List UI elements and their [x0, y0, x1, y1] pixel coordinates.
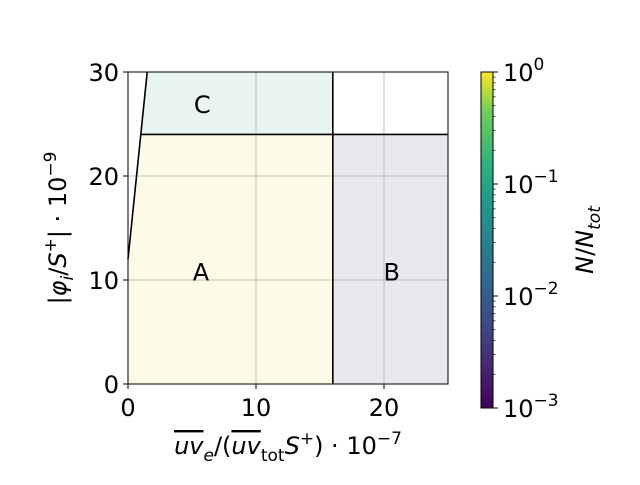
plot-frame — [127, 71, 449, 385]
region-labels: A B C — [193, 91, 400, 286]
colorbar-tick-label: 10−2 — [503, 279, 559, 311]
x-axis-label: uve/(uvtotS+) · 10−7 — [174, 429, 402, 466]
region-label-B: B — [383, 259, 399, 287]
colorbar-minor-ticks — [493, 76, 496, 375]
y-axis-ticks: 0 10 20 30 — [88, 59, 128, 399]
x-tick-label: 20 — [369, 394, 400, 422]
y-axis-label: |φi/S+| · 10−9 — [41, 152, 78, 305]
colorbar-tick-label: 10−3 — [503, 391, 559, 423]
plot-regions — [128, 72, 448, 384]
y-tick-label: 20 — [88, 163, 119, 191]
y-axis-label-part: | · 10 — [44, 177, 72, 239]
colorbar-ticks: 10−3 10−2 10−1 100 — [493, 55, 559, 423]
x-axis-ticks: 0 10 20 — [120, 384, 399, 422]
x-axis-label-part: ) · 10 — [314, 432, 377, 460]
region-B — [332, 134, 448, 384]
x-axis-label-part: e — [204, 446, 214, 466]
x-tick-label: 0 — [120, 394, 135, 422]
x-axis-label-part: + — [300, 429, 314, 449]
x-axis-label-part: uv — [231, 432, 261, 460]
colorbar-tick-label: 10−1 — [503, 167, 559, 199]
colorbar-label: N/Ntot — [571, 205, 605, 274]
y-tick-label: 0 — [104, 371, 119, 399]
x-axis-label-part: /( — [214, 432, 231, 460]
y-axis-label-part: φ — [44, 280, 72, 296]
y-axis-label-part: −9 — [41, 152, 61, 177]
region-label-A: A — [193, 259, 210, 287]
x-axis-label-part: tot — [261, 446, 285, 466]
region-label-C: C — [194, 91, 211, 119]
y-tick-label: 10 — [88, 267, 119, 295]
x-axis-label-part: uv — [174, 432, 204, 460]
x-tick-label: 10 — [241, 394, 272, 422]
colorbar-tick-label: 100 — [503, 55, 544, 87]
x-axis-label-part: S — [285, 432, 300, 460]
region-C — [140, 72, 333, 135]
x-axis-label-part: −7 — [377, 429, 402, 449]
y-axis-label-part: / — [44, 267, 72, 276]
y-axis-label-part: i — [58, 275, 78, 280]
y-tick-label: 30 — [88, 59, 119, 87]
colorbar-gradient — [480, 71, 494, 409]
colorbar: 10−3 10−2 10−1 100 N/Ntot — [480, 55, 605, 423]
region-A — [128, 134, 333, 384]
region-boundaries — [127, 71, 448, 384]
y-axis-label-part: | — [44, 296, 72, 304]
y-axis-label-part: + — [41, 238, 61, 252]
y-axis-label-part: S — [44, 252, 72, 267]
